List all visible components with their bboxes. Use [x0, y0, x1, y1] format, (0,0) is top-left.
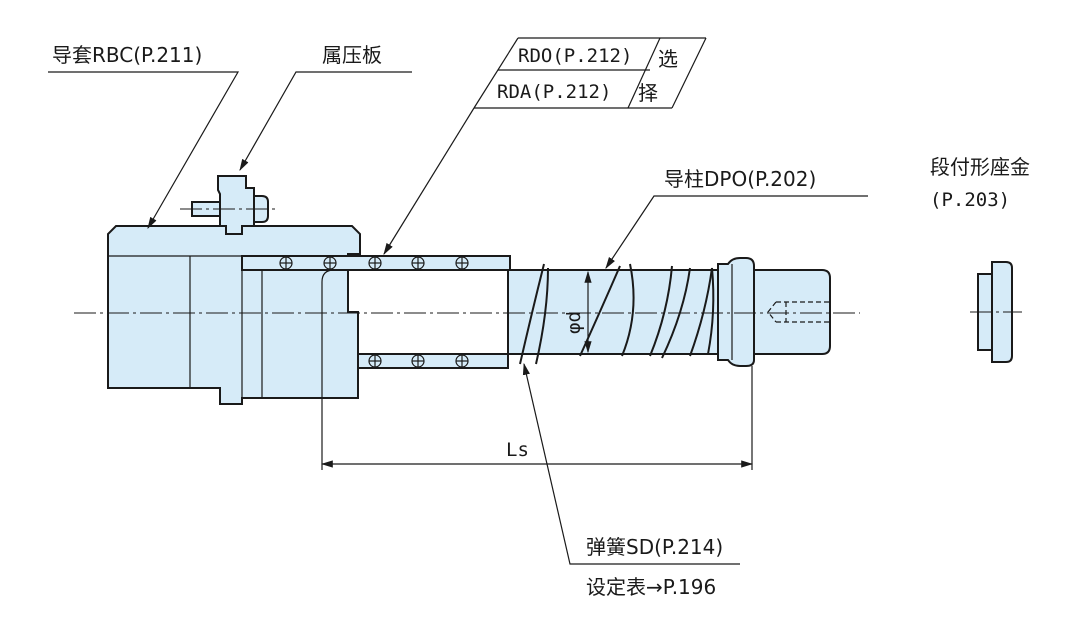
retainer-plate [180, 175, 276, 235]
stepped-seat-label: 段付形座金 [930, 155, 1030, 179]
select-char-2: 择 [638, 81, 658, 105]
guide-bush [107, 225, 361, 405]
diameter-label: φd [563, 311, 585, 334]
rdo-label: RDO(P.212) [518, 45, 632, 67]
ball-cage-callout: RDO(P.212) RDA(P.212) 选 择 [383, 37, 707, 256]
guide-post-label: 导柱DPO(P.202) [664, 167, 816, 191]
length-label: Ls [506, 439, 529, 461]
length-dimension: Ls [320, 366, 754, 470]
guide-bush-label: 导套RBC(P.211) [52, 43, 202, 67]
guide-post [507, 257, 831, 367]
retainer-plate-callout: 属压板 [239, 43, 412, 172]
rda-label: RDA(P.212) [497, 81, 611, 103]
retainer-plate-label: 属压板 [322, 43, 382, 67]
select-char-1: 选 [658, 47, 678, 71]
stepped-seat-page: (P.203) [930, 189, 1010, 211]
ball-row-top [279, 256, 469, 270]
guide-bush-callout: 导套RBC(P.211) [48, 43, 240, 230]
ball-cage [241, 255, 511, 369]
stepped-seat [970, 261, 1022, 363]
ball-row-bottom [368, 354, 469, 368]
diameter-dimension: φd [563, 270, 592, 354]
setting-table-label: 设定表→P.196 [586, 575, 716, 599]
stepped-seat-callout: 段付形座金 (P.203) [930, 155, 1030, 211]
spring-label: 弹簧SD(P.214) [586, 535, 723, 559]
spring-callout: 弹簧SD(P.214) 设定表→P.196 [522, 362, 740, 599]
guide-post-callout: 导柱DPO(P.202) [605, 167, 868, 269]
